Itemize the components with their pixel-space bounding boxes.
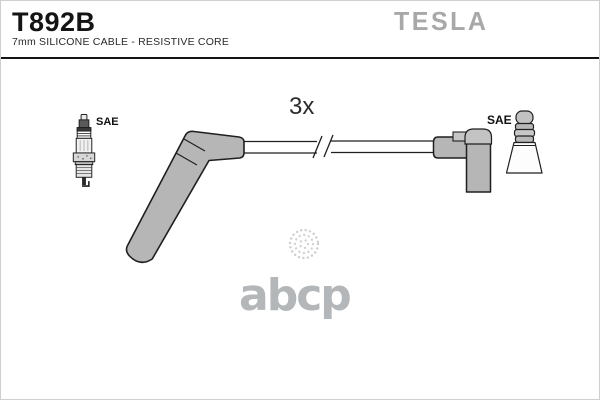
cable-spec-subtitle: 7mm SILICONE CABLE - RESISTIVE CORE	[12, 36, 230, 48]
right-elbow-boot	[432, 128, 493, 193]
cable-line	[244, 134, 436, 159]
header-divider	[1, 57, 599, 59]
spark-plug-icon	[72, 114, 96, 187]
sae-label-left: SAE	[96, 116, 119, 128]
watermark-text: abcp	[239, 270, 352, 321]
cable-kit-drawing	[125, 128, 493, 264]
break-mark	[312, 134, 334, 159]
part-number: T892B	[12, 7, 96, 37]
plug-terminal-icon	[505, 110, 543, 174]
tesla-logo: TESLA	[394, 7, 489, 37]
watermark-globe-icon	[288, 228, 320, 260]
quantity-label: 3x	[289, 93, 315, 120]
left-angled-boot	[125, 130, 245, 264]
sae-label-right: SAE	[487, 113, 512, 127]
